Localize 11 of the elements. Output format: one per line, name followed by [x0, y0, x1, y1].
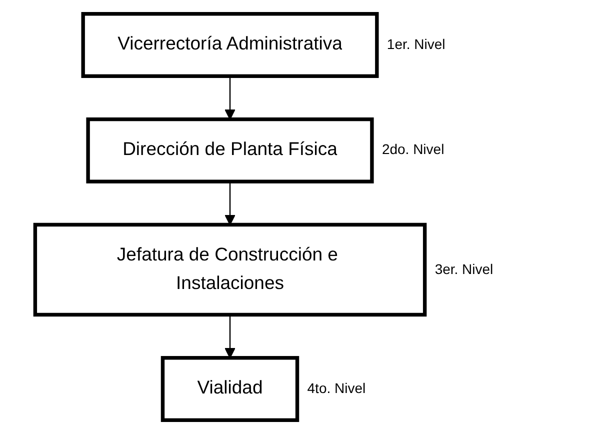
node-box: Vialidad: [160, 356, 300, 422]
level-label: 3er. Nivel: [434, 260, 494, 277]
arrow: [224, 182, 236, 226]
node-box: Vicerrectoría Administrativa: [81, 12, 379, 78]
level-label: 1er. Nivel: [386, 36, 446, 52]
node-box: Dirección de Planta Física: [86, 117, 374, 184]
arrow: [224, 314, 236, 358]
arrow: [224, 76, 236, 120]
level-label: 4to. Nivel: [307, 380, 366, 396]
node-box: Jefatura de Construcción e Instalaciones: [33, 222, 427, 317]
level-label: 2do. Nivel: [382, 141, 444, 158]
